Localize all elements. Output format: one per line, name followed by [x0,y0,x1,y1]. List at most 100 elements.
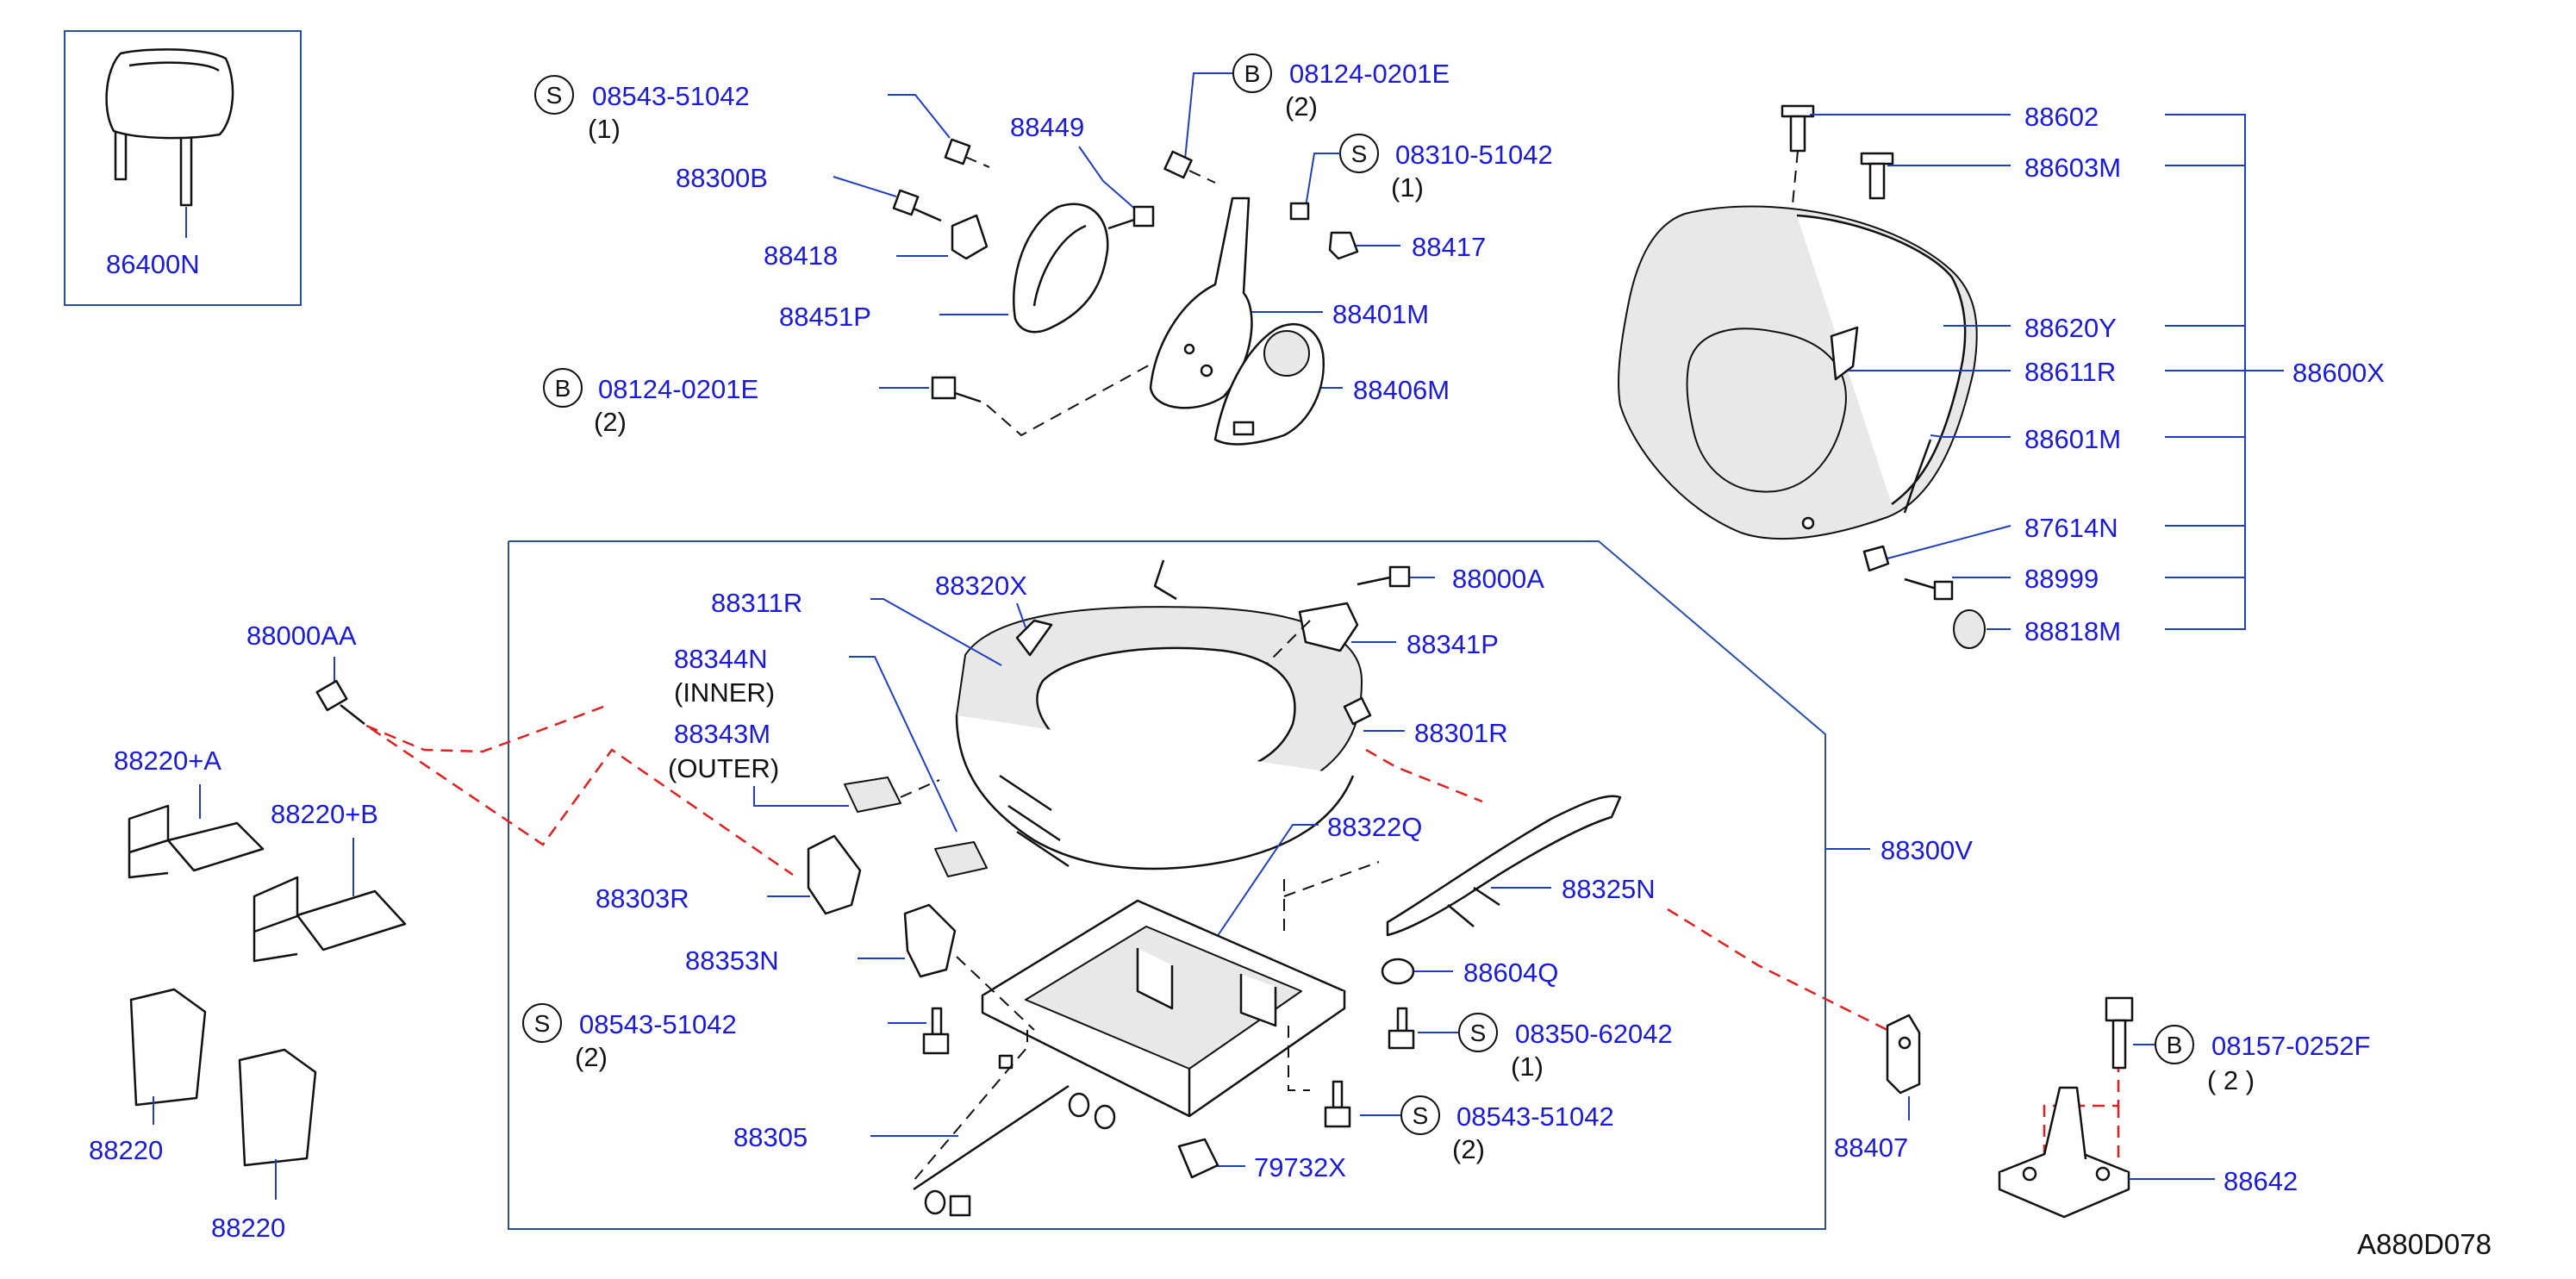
bolt-illustration [315,679,365,725]
screw-illustration [1324,1080,1351,1128]
qty-08543-51042-mid: (2) [575,1042,608,1072]
label-88300B: 88300B [676,163,768,193]
leader-08124-0201E-top [1184,72,1232,160]
label-88620Y: 88620Y [2024,313,2117,343]
screw-illustration [1289,202,1310,221]
label-88611R: 88611R [2024,357,2116,387]
label-79732X: 79732X [1254,1152,1346,1182]
label-08543-51042-bot: 08543-51042 [1456,1101,1614,1132]
qty-08124-0201E-top: (2) [1285,91,1318,122]
seat-cushion-frame [508,540,1826,1230]
qty-08543-51042-bot: (2) [1452,1134,1485,1164]
bracket-illustration [128,804,265,879]
cap-illustration [1862,545,1890,572]
qty-08543-51042-top: (1) [588,114,621,144]
bracket-illustration [253,876,407,963]
seatback-illustration [1618,205,1978,540]
label-88600X: 88600X [2292,358,2385,388]
slide-rail-illustration [1386,795,1622,937]
label-88602: 88602 [2024,102,2099,132]
cover-inner-illustration [934,841,988,877]
screw-illustration [944,138,990,168]
qty-08310-51042: (1) [1391,172,1424,203]
label-88322Q: 88322Q [1327,812,1422,842]
bracket-illustration [903,903,957,978]
leader-88322Q [1214,824,1319,940]
headrest-guide-illustration [1781,104,1894,205]
qty-08124-0201E-mid: (2) [594,407,627,437]
leader-87614N [1887,525,2012,559]
label-88325N: 88325N [1562,874,1656,904]
screw-illustration [922,1007,950,1055]
label-88353N: 88353N [685,945,779,976]
leader-88343M [753,786,849,807]
label-08124-0201E-mid: 08124-0201E [598,374,758,404]
label-88407: 88407 [1834,1132,1908,1163]
label-88220A: 88220+A [114,746,221,776]
label-87614N: 87614N [2024,513,2118,543]
bolt-illustration [1357,565,1411,588]
callout-letter-s: S [546,82,563,109]
headrest-frame [64,30,302,306]
cover-illustration [238,1048,317,1167]
label-88642: 88642 [2224,1166,2298,1196]
label-08350-62042: 08350-62042 [1515,1019,1673,1049]
hinge-cover-illustration [1013,203,1109,334]
callout-circle-s [534,75,574,115]
diagram-reference-code: A880D078 [2357,1228,2492,1260]
label-08124-0201E-top: 08124-0201E [1289,59,1450,89]
bracket-illustration [1886,1014,1921,1095]
red-dashed-guide [1365,748,1483,803]
label-88401M: 88401M [1332,299,1429,329]
callout-letter-b: B [1244,60,1261,87]
callout-letter-s: S [1351,140,1368,167]
callout-circle-b [2155,1025,2194,1064]
bolt-illustration [1904,577,1954,601]
callout-letter-s: S [1470,1020,1487,1046]
label-88818M: 88818M [2024,616,2121,646]
label-88220-1: 88220 [89,1135,163,1165]
clip-illustration [1177,1138,1219,1179]
nut-illustration [1132,205,1155,228]
bracket-illustration [807,834,862,915]
label-88305: 88305 [733,1122,808,1152]
red-dashed-guide [365,705,604,753]
rod-illustration [913,1054,1116,1217]
screw-illustration [1388,1007,1415,1050]
label-88344N: 88344N [674,644,768,674]
label-88418: 88418 [764,240,838,271]
bolt-illustration [931,376,957,400]
label-88603M: 88603M [2024,153,2121,183]
leader-88311R [870,598,1002,666]
label-88343M: 88343M [674,719,770,749]
label-08310-51042: 08310-51042 [1395,140,1553,170]
qty-08157-0252F: ( 2 ) [2207,1065,2255,1095]
label-88300V: 88300V [1881,835,1973,865]
cover-illustration [129,988,207,1107]
seat-frame-illustration [981,899,1346,1118]
label-88449: 88449 [1010,112,1084,142]
red-dashed-guide [1667,908,1888,1032]
seat-cushion-illustration [955,559,1372,870]
callout-circle-b [543,368,583,408]
leader-88601M [1930,434,2011,438]
callout-letter-s: S [534,1010,551,1037]
bolt-illustration [1163,150,1193,179]
headrest-illustration [105,48,234,207]
label-88601M: 88601M [2024,424,2121,454]
label-08543-51042-top: 08543-51042 [592,81,750,111]
callout-circle-s [522,1003,562,1043]
cover-outer-illustration [844,777,901,813]
callout-circle-b [1232,53,1272,93]
text-outer: (OUTER) [668,753,779,783]
callout-letter-s: S [1413,1102,1429,1129]
leader-88320X [1016,602,1026,628]
callout-letter-b: B [2167,1032,2183,1058]
bushing-illustration [951,214,989,260]
callout-letter-b: B [555,375,571,402]
bolt-illustration [892,189,942,222]
bushing-illustration [1328,231,1359,260]
dashed-guide [986,361,1156,437]
callout-circle-s [1400,1095,1440,1135]
label-88320X: 88320X [935,571,1027,601]
